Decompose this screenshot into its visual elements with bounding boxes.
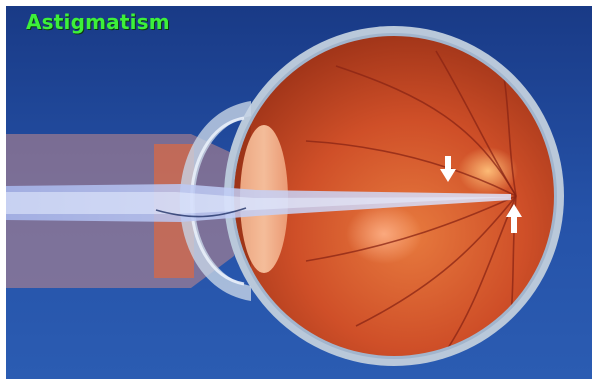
page-title: Astigmatism bbox=[26, 10, 170, 34]
figure-frame: Astigmatism bbox=[6, 6, 592, 379]
macula-spot bbox=[458, 147, 518, 195]
reflection-glow bbox=[346, 204, 422, 264]
astigmatism-eye-illustration bbox=[6, 6, 592, 379]
